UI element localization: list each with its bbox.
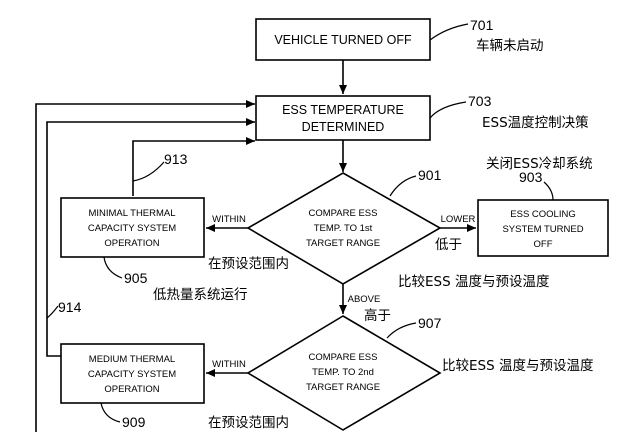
annotation-zh-905: 低热量系统运行 xyxy=(153,287,248,303)
node-901-line-3: TARGET RANGE xyxy=(306,238,380,249)
annotation-zh-903: 关闭ESS冷却系统 xyxy=(486,156,593,172)
node-909-line-2: CAPACITY SYSTEM xyxy=(88,369,176,380)
leader-701 xyxy=(429,23,469,41)
ref-901: 901 xyxy=(418,167,442,183)
annotation-zh-above: 高于 xyxy=(364,307,391,324)
ref-905: 905 xyxy=(124,270,148,286)
node-701-label: VEHICLE TURNED OFF xyxy=(274,33,412,47)
leader-901 xyxy=(389,175,417,197)
node-703-line-1: ESS TEMPERATURE xyxy=(282,103,404,117)
node-905-line-1: MINIMAL THERMAL xyxy=(88,208,175,219)
annotation-zh-703: ESS温度控制决策 xyxy=(482,114,589,131)
ref-907: 907 xyxy=(418,315,442,331)
leader-914 xyxy=(46,305,59,319)
annotation-zh-701: 车辆未启动 xyxy=(476,37,544,54)
edge-label-lower: LOWER xyxy=(441,214,476,225)
decision-compare-2nd-range: COMPARE ESS TEMP. TO 2nd TARGET RANGE xyxy=(246,315,442,431)
ref-914: 914 xyxy=(58,299,82,315)
ref-701: 701 xyxy=(470,17,494,33)
ref-909: 909 xyxy=(122,414,146,430)
leader-905 xyxy=(103,256,123,279)
node-ess-temperature-determined: ESS TEMPERATURE DETERMINED xyxy=(255,95,431,141)
edge-913-loop xyxy=(132,137,255,196)
leader-913 xyxy=(132,161,165,182)
annotation-zh-lower: 低于 xyxy=(435,237,462,253)
node-905-line-2: CAPACITY SYSTEM xyxy=(88,223,176,234)
node-903-line-2: SYSTEM TURNED xyxy=(502,224,583,235)
node-medium-thermal: MEDIUM THERMAL CAPACITY SYSTEM OPERATION xyxy=(60,343,205,404)
node-703-line-2: DETERMINED xyxy=(302,120,385,134)
node-909-line-1: MEDIUM THERMAL xyxy=(89,354,175,365)
annotation-zh-within-1: 在预设范围内 xyxy=(208,256,289,272)
node-903-line-1: ESS COOLING xyxy=(510,209,575,220)
node-901-line-2: TEMP. TO 1st xyxy=(314,223,373,234)
edge-label-within-1: WITHIN xyxy=(212,214,246,225)
leader-909 xyxy=(100,402,121,423)
leader-907 xyxy=(386,322,417,339)
node-903-line-3: OFF xyxy=(534,239,553,250)
ref-913: 913 xyxy=(164,151,188,167)
node-905-line-3: OPERATION xyxy=(104,238,159,249)
annotation-zh-901: 比较ESS 温度与预设温度 xyxy=(398,274,549,290)
edge-label-within-2: WITHIN xyxy=(212,359,246,370)
decision-compare-1st-range: COMPARE ESS TEMP. TO 1st TARGET RANGE xyxy=(246,172,442,285)
leader-703 xyxy=(429,101,467,119)
annotation-zh-within-2: 在预设范围内 xyxy=(208,415,289,431)
node-minimal-thermal: MINIMAL THERMAL CAPACITY SYSTEM OPERATIO… xyxy=(60,197,205,258)
ref-903: 903 xyxy=(519,169,543,185)
node-ess-cooling-off: ESS COOLING SYSTEM TURNED OFF xyxy=(477,199,609,257)
leader-903 xyxy=(543,181,554,201)
edge-outer-loop xyxy=(35,100,255,432)
node-907-line-1: COMPARE ESS xyxy=(309,352,378,363)
node-907-line-3: TARGET RANGE xyxy=(306,382,380,393)
ref-703: 703 xyxy=(468,93,492,109)
edge-914-loop xyxy=(46,118,255,357)
node-907-line-2: TEMP. TO 2nd xyxy=(312,367,374,378)
node-909-line-3: OPERATION xyxy=(104,384,159,395)
node-vehicle-turned-off: VEHICLE TURNED OFF xyxy=(255,18,431,61)
node-901-line-1: COMPARE ESS xyxy=(309,208,378,219)
annotation-zh-907: 比较ESS 温度与预设温度 xyxy=(442,358,593,374)
edge-label-above: ABOVE xyxy=(348,294,381,305)
